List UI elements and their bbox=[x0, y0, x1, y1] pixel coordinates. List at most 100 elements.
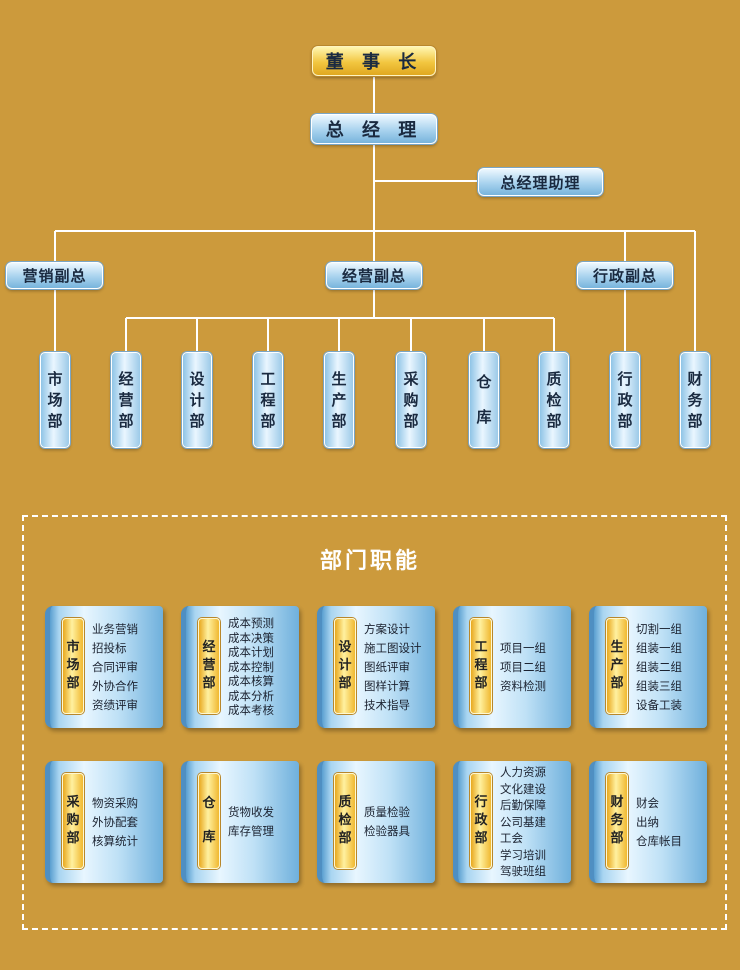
function-card-finance: 财 务 部 财会 出纳 仓库帐目 bbox=[589, 761, 707, 883]
function-items: 人力资源 文化建设 后勤保障 公司基建 工会 学习培训 驾驶班组 bbox=[500, 761, 574, 883]
vp-admin-label: 行政副总 bbox=[592, 267, 657, 285]
function-tag: 生 产 部 bbox=[606, 618, 628, 714]
tag-char: 部 bbox=[474, 831, 488, 846]
dept-char: 政 bbox=[617, 390, 633, 409]
dept-quality: 质 检 部 bbox=[539, 352, 569, 448]
function-item: 质量检验 bbox=[364, 805, 410, 819]
function-item: 成本核算 bbox=[228, 674, 274, 689]
function-item: 外协合作 bbox=[92, 678, 138, 693]
function-item: 成本决策 bbox=[228, 630, 274, 645]
function-item: 成本预测 bbox=[228, 615, 274, 630]
function-items: 财会 出纳 仓库帐目 bbox=[636, 761, 710, 883]
function-item: 切割一组 bbox=[636, 621, 682, 636]
tag-char: 库 bbox=[202, 830, 216, 845]
dept-production: 生 产 部 bbox=[324, 352, 354, 448]
dept-char: 质 bbox=[546, 369, 562, 388]
dept-char: 部 bbox=[331, 411, 347, 430]
function-items: 方案设计 施工图设计 图纸评审 图样计算 技术指导 bbox=[364, 606, 438, 728]
dept-char: 部 bbox=[546, 411, 562, 430]
dept-char: 设 bbox=[189, 369, 205, 388]
gm-assistant-label: 总经理助理 bbox=[500, 173, 581, 192]
function-item: 货物收发 bbox=[228, 805, 274, 819]
dept-char: 经 bbox=[118, 369, 134, 388]
tag-char: 政 bbox=[474, 813, 488, 828]
function-items: 货物收发 库存管理 bbox=[228, 761, 302, 883]
function-item: 成本计划 bbox=[228, 645, 274, 660]
function-item: 财会 bbox=[636, 795, 659, 810]
tag-char: 财 bbox=[610, 795, 624, 810]
function-item: 公司基建 bbox=[500, 814, 546, 829]
function-item: 图样计算 bbox=[364, 678, 410, 693]
function-card-design: 设 计 部 方案设计 施工图设计 图纸评审 图样计算 技术指导 bbox=[317, 606, 435, 728]
dept-operations: 经 营 部 bbox=[111, 352, 141, 448]
dept-purchasing: 采 购 部 bbox=[396, 352, 426, 448]
function-item: 驾驶班组 bbox=[500, 864, 546, 879]
functions-panel bbox=[22, 515, 727, 930]
gm-assistant-box: 总经理助理 bbox=[478, 168, 603, 196]
function-card-warehouse: 仓 库 货物收发 库存管理 bbox=[181, 761, 299, 883]
dept-char: 工 bbox=[260, 369, 276, 388]
tag-char: 部 bbox=[610, 676, 624, 691]
chairman-box: 董 事 长 bbox=[312, 46, 436, 76]
dept-design: 设 计 部 bbox=[182, 352, 212, 448]
function-card-admin: 行 政 部 人力资源 文化建设 后勤保障 公司基建 工会 学习培训 驾驶班组 bbox=[453, 761, 571, 883]
function-card-marketing: 市 场 部 业务营销 招投标 合同评审 外协合作 资绩评审 bbox=[45, 606, 163, 728]
function-card-quality: 质 检 部 质量检验 检验器具 bbox=[317, 761, 435, 883]
tag-char: 质 bbox=[338, 795, 352, 810]
dept-char: 部 bbox=[189, 411, 205, 430]
dept-engineering: 工 程 部 bbox=[253, 352, 283, 448]
function-tag: 经 营 部 bbox=[198, 618, 220, 714]
function-items: 项目一组 项目二组 资料检测 bbox=[500, 606, 574, 728]
tag-char: 部 bbox=[474, 676, 488, 691]
function-item: 组装二组 bbox=[636, 659, 682, 674]
tag-char: 设 bbox=[338, 640, 352, 655]
tag-char: 程 bbox=[474, 658, 488, 673]
function-items: 切割一组 组装一组 组装二组 组装三组 设备工装 bbox=[636, 606, 710, 728]
function-item: 学习培训 bbox=[500, 847, 546, 862]
functions-title: 部门职能 bbox=[319, 549, 420, 574]
function-tag: 设 计 部 bbox=[334, 618, 356, 714]
function-item: 项目二组 bbox=[500, 659, 546, 674]
vp-marketing-label: 营销副总 bbox=[22, 267, 87, 285]
dept-finance: 财 务 部 bbox=[680, 352, 710, 448]
general-manager-label: 总 经 理 bbox=[325, 120, 423, 141]
function-item: 图纸评审 bbox=[364, 659, 410, 674]
tag-char: 部 bbox=[202, 676, 216, 691]
function-tag: 采 购 部 bbox=[62, 773, 84, 869]
tag-char: 营 bbox=[202, 658, 216, 673]
function-items: 业务营销 招投标 合同评审 外协合作 资绩评审 bbox=[92, 606, 166, 728]
tag-char: 场 bbox=[66, 658, 80, 673]
function-card-operations: 经 营 部 成本预测 成本决策 成本计划 成本控制 成本核算 成本分析 成本考核 bbox=[181, 606, 299, 728]
dept-char: 检 bbox=[546, 390, 562, 409]
dept-admin: 行 政 部 bbox=[610, 352, 640, 448]
dept-char: 计 bbox=[189, 390, 205, 409]
function-item: 出纳 bbox=[636, 814, 659, 829]
function-item: 成本分析 bbox=[228, 688, 274, 703]
dept-char: 采 bbox=[403, 369, 419, 388]
function-item: 库存管理 bbox=[228, 824, 274, 838]
function-item: 工会 bbox=[500, 831, 523, 846]
function-card-production: 生 产 部 切割一组 组装一组 组装二组 组装三组 设备工装 bbox=[589, 606, 707, 728]
function-tag: 质 检 部 bbox=[334, 773, 356, 869]
function-item: 人力资源 bbox=[500, 765, 546, 780]
dept-char: 行 bbox=[617, 369, 633, 388]
function-item: 仓库帐目 bbox=[636, 833, 682, 848]
function-card-purchasing: 采 购 部 物资采购 外协配套 核算统计 bbox=[45, 761, 163, 883]
function-item: 资绩评审 bbox=[92, 697, 138, 712]
dept-char: 务 bbox=[687, 390, 703, 409]
function-card-engineering: 工 程 部 项目一组 项目二组 资料检测 bbox=[453, 606, 571, 728]
tag-char: 计 bbox=[338, 658, 352, 673]
chairman-label: 董 事 长 bbox=[325, 52, 423, 73]
tag-char: 部 bbox=[66, 676, 80, 691]
tag-char: 采 bbox=[66, 795, 80, 810]
function-tag: 工 程 部 bbox=[470, 618, 492, 714]
function-item: 业务营销 bbox=[92, 621, 138, 636]
dept-char: 程 bbox=[260, 390, 276, 409]
tag-char: 仓 bbox=[202, 796, 216, 811]
function-item: 组装三组 bbox=[636, 678, 682, 693]
function-item: 合同评审 bbox=[92, 659, 138, 674]
vp-operations-box: 经营副总 bbox=[326, 262, 422, 289]
tag-char: 生 bbox=[610, 640, 624, 655]
function-item: 技术指导 bbox=[364, 697, 410, 712]
